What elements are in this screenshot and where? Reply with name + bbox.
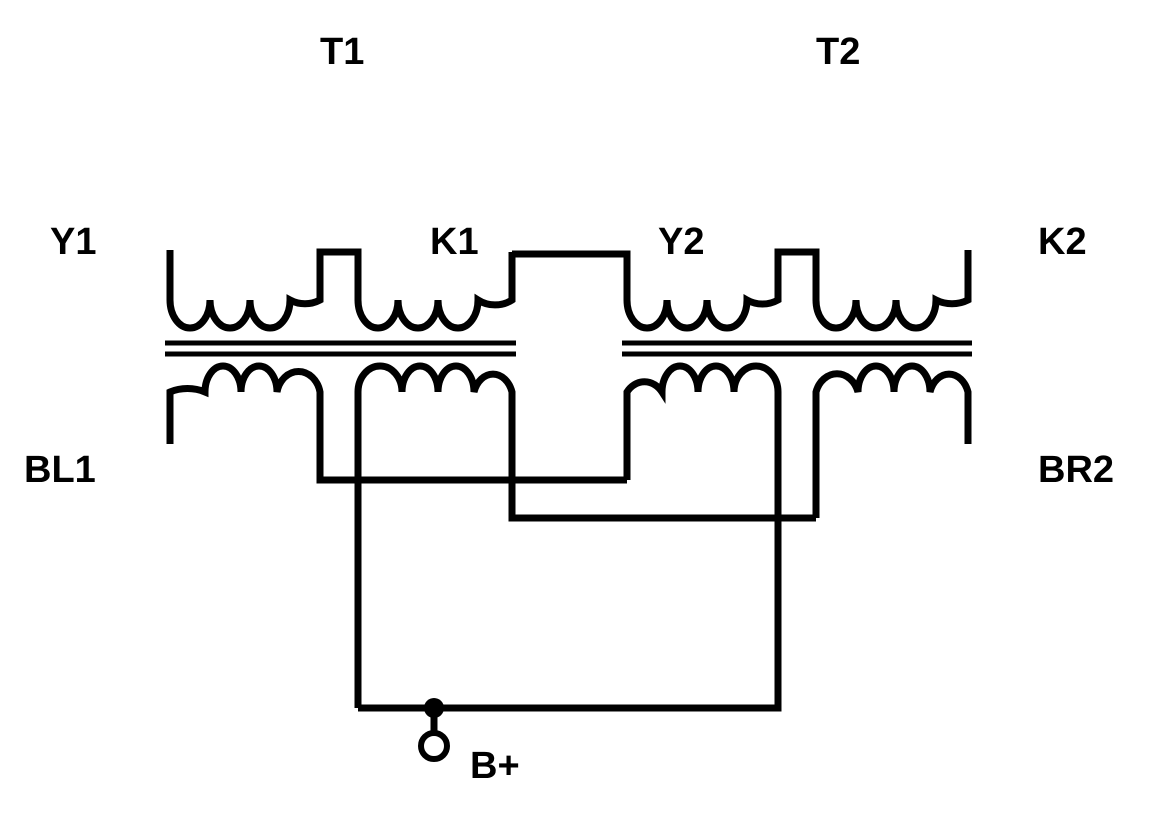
t1-lower-winding-right [354,362,816,708]
t1-lower-winding-left [166,362,627,484]
label-t1: T1 [320,31,364,73]
t2-upper-winding [623,248,972,332]
label-bplus: B+ [470,745,520,787]
label-t2: T2 [816,31,860,73]
label-br2: BR2 [1038,449,1114,491]
t2-lower-winding-right [812,362,972,518]
label-bl1: BL1 [24,449,96,491]
label-y1: Y1 [50,221,96,263]
label-k1: K1 [430,221,479,263]
t1-upper-winding [166,248,516,332]
label-k2: K2 [1038,221,1087,263]
t2-lower-winding-left [358,362,782,712]
label-y2: Y2 [658,221,704,263]
bplus-terminal [418,730,450,762]
k1-y2-jumper [512,250,631,300]
